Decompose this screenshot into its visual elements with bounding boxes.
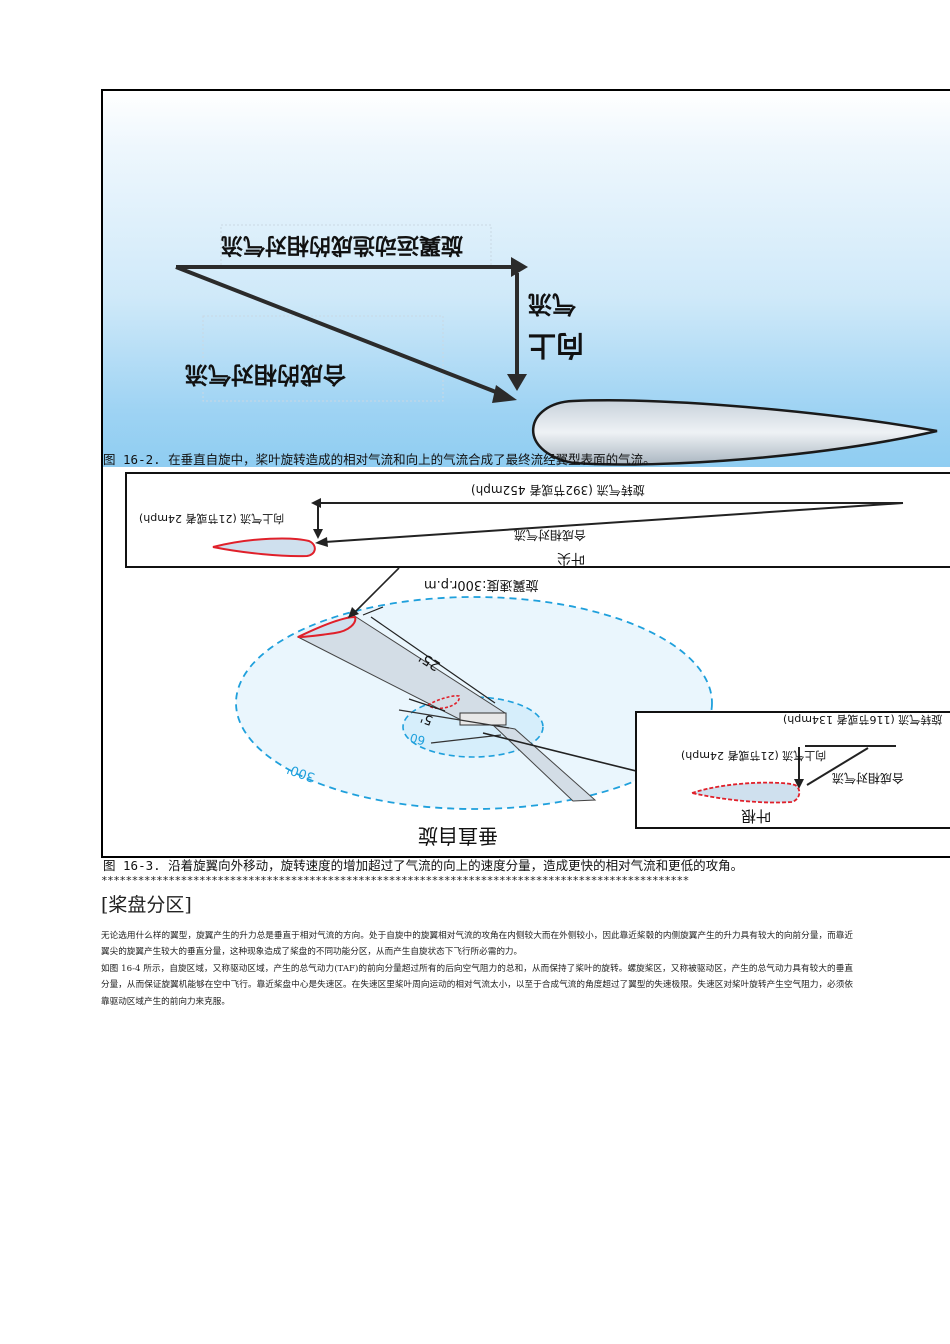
dimension-line-long [370, 616, 496, 704]
paragraph-1: 无论选用什么样的翼型，旋翼产生的升力总是垂直于相对气流的方向。处于自旋中的旋翼相… [101, 931, 853, 958]
blade-root-airfoil-icon [426, 695, 461, 710]
tip-result-arrow [324, 502, 904, 543]
resultant-airflow-label: 合成的相对气流 [185, 361, 346, 387]
root-name-label: 叶根 [741, 807, 772, 825]
root-result-label: 合成相对气流 [832, 771, 905, 785]
rotor-diagram [125, 472, 950, 829]
root-result-arrow [806, 747, 869, 786]
upward-airflow-label-line2: 向上 [528, 329, 585, 362]
pointer-root [482, 732, 637, 772]
tip-upward-label: 向上气流 (21节或者 24mph) [139, 512, 285, 525]
blade-tip-airfoil-icon [297, 615, 357, 638]
figure-16-2-caption: 图 16-2. 在垂直自旋中，桨叶旋转造成的相对气流和向上的气流合成了最终流经翼… [103, 452, 656, 467]
tip-name-label: 叶尖 [557, 550, 585, 566]
tip-rotation-label: 旋转气流 (392节或者 452mph) [471, 483, 645, 497]
vertical-autorotation-label: 垂直自旋 [418, 824, 498, 848]
arrowhead [511, 257, 528, 277]
arrowhead [313, 529, 323, 539]
figure-16-2: 旋翼运动造成的相对气流 气流 向上 合成的相对气流 [101, 89, 950, 467]
arrowhead [492, 385, 517, 403]
dimension-line-short [408, 698, 446, 712]
figure-16-3: 旋转气流 (392节或者 452mph) 向上气流 (21节或者 24mph) … [101, 467, 950, 858]
root-inset-frame [635, 711, 950, 829]
pointer-tip [353, 567, 400, 614]
faint-frame [202, 315, 444, 402]
paragraph-2: 如图 16-4 所示，自旋区域，又称驱动区域，产生的总气动力(TAF)的前向分量… [101, 964, 853, 1007]
vector-diagram [175, 224, 938, 466]
section-title: [桨盘分区] [101, 894, 192, 916]
hub-line [398, 709, 510, 729]
arrowhead [507, 374, 527, 391]
tip-result-label: 合成相对气流 [514, 528, 587, 542]
tip-airfoil-icon [212, 537, 316, 558]
arrowhead [315, 537, 328, 547]
root-rotation-label: 旋转气流 (116节或者 134mph) [783, 713, 943, 726]
resultant-airflow-arrow [175, 265, 502, 396]
hub-line [430, 734, 502, 744]
upward-airflow-label-line1: 气流 [528, 290, 576, 318]
airfoil-icon [531, 399, 938, 466]
rpm-label: 旋翼速度:300r.p.m [424, 577, 539, 592]
root-airfoil-icon [688, 781, 801, 804]
figure-16-3-caption: 图 16-3. 沿着旋翼向外移动，旋转速度的增加超过了气流的向上的速度分量，造成… [103, 858, 744, 873]
divider-stars: ****************************************… [101, 874, 689, 887]
root-upward-label: 向上气流 (21节或者 24mph) [681, 749, 827, 762]
rotational-airflow-label: 旋翼运动造成的相对气流 [221, 232, 464, 257]
